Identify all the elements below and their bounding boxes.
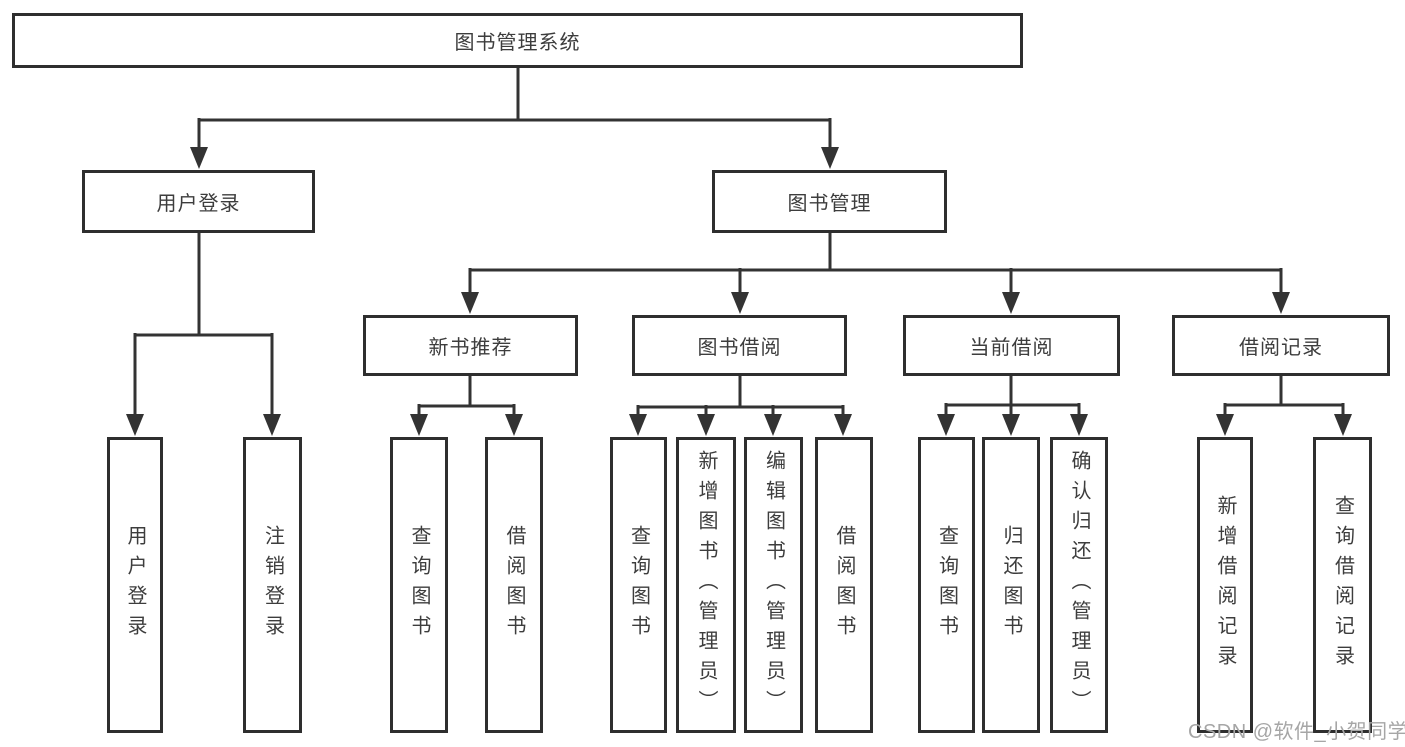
leaf-borrowing-query-books: 查询图书: [610, 437, 667, 733]
node-label: 当前借阅: [969, 337, 1054, 359]
node-book-management: 图书管理: [712, 170, 947, 233]
leaf-user-login: 用户登录: [107, 437, 163, 733]
leaf-label: 借阅图书: [503, 525, 525, 645]
node-label: 图书借阅: [697, 337, 782, 359]
leaf-add-borrow-record: 新增借阅记录: [1197, 437, 1253, 733]
leaf-label: 借阅图书: [833, 525, 855, 645]
leaf-label: 编辑图书（管理员）: [762, 450, 785, 720]
leaf-logout: 注销登录: [243, 437, 302, 733]
leaf-add-books-admin: 新增图书（管理员）: [676, 437, 736, 733]
leaf-label: 查询借阅记录: [1331, 495, 1354, 675]
csdn-watermark: CSDN @软件_小贺同学: [1188, 721, 1405, 743]
arrowheads: [126, 147, 1352, 436]
leaf-recommend-borrow-books: 借阅图书: [485, 437, 543, 733]
leaf-label: 查询图书: [408, 525, 430, 645]
node-label: 新书推荐: [428, 337, 513, 359]
node-current-borrowing: 当前借阅: [903, 315, 1120, 376]
leaf-recommend-query-books: 查询图书: [390, 437, 448, 733]
node-label: 图书管理系统: [454, 32, 581, 54]
leaf-label: 注销登录: [261, 525, 284, 645]
node-label: 借阅记录: [1239, 337, 1323, 359]
node-user-login: 用户登录: [82, 170, 315, 233]
leaf-label: 归还图书: [1000, 525, 1022, 645]
leaf-label: 新增图书（管理员）: [695, 450, 717, 720]
node-label: 图书管理: [787, 193, 872, 215]
leaf-label: 查询图书: [627, 525, 650, 645]
leaf-borrowing-borrow-books: 借阅图书: [815, 437, 873, 733]
node-label: 用户登录: [156, 193, 241, 215]
leaf-query-borrow-record: 查询借阅记录: [1313, 437, 1372, 733]
leaf-label: 查询图书: [935, 525, 958, 645]
leaf-current-query-books: 查询图书: [918, 437, 975, 733]
leaf-return-books: 归还图书: [982, 437, 1040, 733]
node-library-management-system: 图书管理系统: [12, 13, 1023, 68]
leaf-label: 确认归还（管理员）: [1068, 450, 1090, 720]
node-new-book-recommendation: 新书推荐: [363, 315, 578, 376]
leaf-label: 新增借阅记录: [1214, 495, 1236, 675]
leaf-confirm-return-admin: 确认归还（管理员）: [1050, 437, 1108, 733]
node-book-borrowing: 图书借阅: [632, 315, 847, 376]
leaf-edit-books-admin: 编辑图书（管理员）: [744, 437, 803, 733]
leaf-label: 用户登录: [124, 525, 146, 645]
node-borrowing-records: 借阅记录: [1172, 315, 1390, 376]
